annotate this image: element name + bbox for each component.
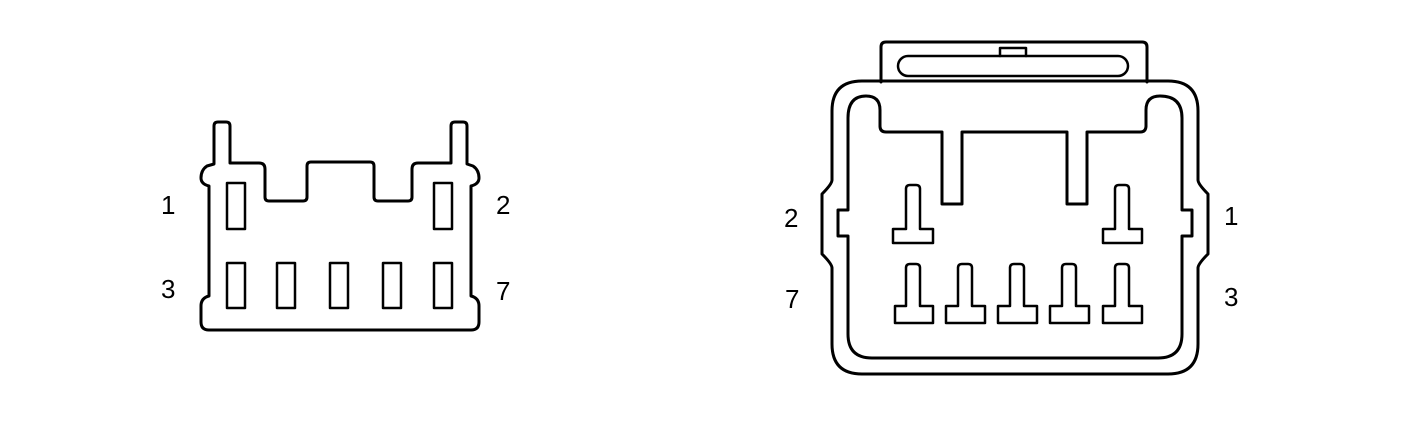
left-cavity-1: [225, 181, 247, 231]
right-connector: 2 1 7 3: [784, 40, 1238, 376]
left-pin-label-bottom-left: 3: [161, 274, 175, 304]
right-terminal-top-right: [1101, 183, 1144, 245]
right-pin-label-bottom-right: 3: [1224, 282, 1238, 312]
left-connector: 1 2 3 7: [161, 120, 510, 332]
right-terminal-bottom-1: [893, 262, 935, 325]
right-terminal-bottom-5: [1101, 262, 1144, 325]
left-pin-label-top-left: 1: [161, 190, 175, 220]
left-cavity-3: [225, 261, 247, 310]
right-connector-latch: [879, 40, 1149, 84]
left-cavity-5: [328, 261, 350, 310]
right-terminal-top-left: [891, 183, 935, 245]
right-pin-label-top-right: 1: [1224, 201, 1238, 231]
right-connector-latch-tab: [998, 46, 1028, 58]
right-pin-label-top-left: 2: [784, 203, 798, 233]
right-pin-label-bottom-left: 7: [785, 284, 799, 314]
left-connector-housing: [199, 120, 481, 332]
left-pin-label-top-right: 2: [496, 190, 510, 220]
right-terminal-bottom-4: [1048, 262, 1091, 325]
left-cavity-6: [381, 261, 403, 310]
left-cavity-2: [432, 181, 454, 231]
left-cavity-7: [432, 261, 454, 310]
right-connector-inner-cavity: [836, 94, 1194, 360]
right-connector-latch-slot: [896, 54, 1130, 78]
right-terminal-bottom-2: [944, 262, 987, 325]
right-connector-housing: [820, 79, 1210, 376]
right-terminal-bottom-3: [996, 262, 1039, 325]
left-cavity-4: [275, 261, 297, 310]
left-pin-label-bottom-right: 7: [496, 276, 510, 306]
